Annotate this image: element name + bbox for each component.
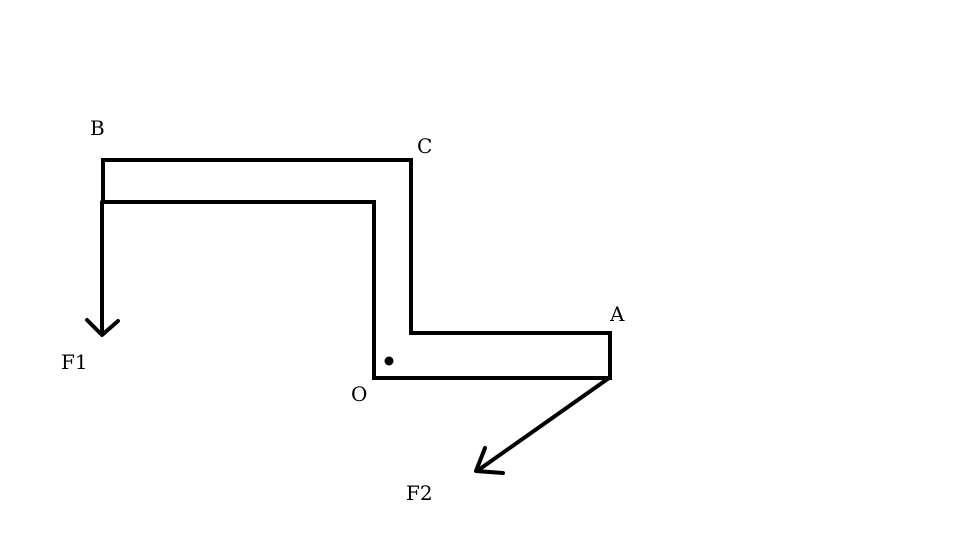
force-f1-head (85, 318, 120, 337)
bent-bar-outline (101, 158, 612, 380)
force-f2-shaft (475, 376, 611, 473)
label-o: O (351, 382, 367, 406)
force-f2-head (474, 446, 505, 475)
label-f1: F1 (61, 350, 88, 374)
force-f1-arrow (85, 200, 120, 337)
pivot-dot (384, 356, 394, 366)
label-c: C (417, 134, 432, 158)
label-f2: F2 (406, 481, 433, 505)
force-f2-arrow (474, 376, 611, 475)
label-a: A (609, 302, 625, 326)
label-b: B (90, 116, 105, 140)
